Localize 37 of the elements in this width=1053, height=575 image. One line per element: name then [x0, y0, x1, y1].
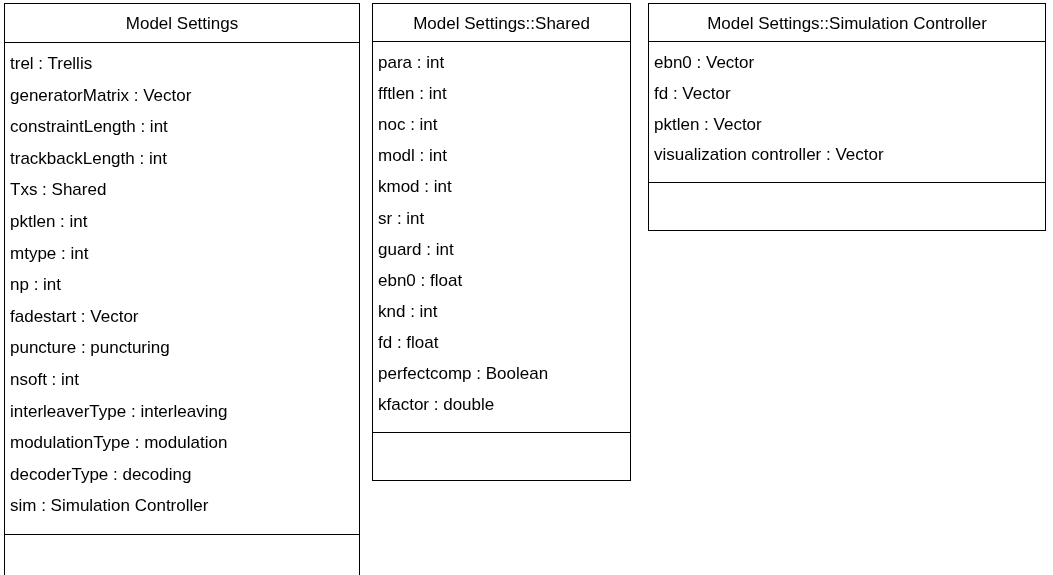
- attribute-text: knd : int: [378, 301, 438, 322]
- attribute-text: sr : int: [378, 208, 425, 229]
- attribute-text: trackbackLength : int: [10, 148, 167, 169]
- attribute-text: trel : Trellis: [10, 54, 93, 74]
- attribute-text: noc : int: [378, 115, 438, 136]
- attribute-text: ebn0 : Vector: [654, 53, 755, 73]
- attribute-text: mtype : int: [10, 243, 89, 264]
- class-name: Model Settings::Shared: [413, 14, 590, 34]
- attribute-text: modulationType : modulation: [10, 433, 228, 454]
- attribute-text: pktlen : Vector: [654, 114, 762, 135]
- attribute-text: fftlen : int: [378, 84, 447, 105]
- attribute-text: kfactor : double: [378, 395, 495, 416]
- attribute-text: sim : Simulation Controller: [10, 496, 209, 517]
- attribute-text: pktlen : int: [10, 212, 88, 232]
- attribute-text: nsoft : int: [10, 370, 79, 390]
- attribute-text: fd : Vector: [654, 83, 731, 104]
- attribute-text: interleaverType : interleaving: [10, 401, 228, 422]
- class-box: [4, 3, 360, 575]
- attribute-text: decoderType : decoding: [10, 464, 192, 485]
- attribute-text: puncture : puncturing: [10, 338, 170, 359]
- attribute-text: constraintLength : int: [10, 117, 168, 138]
- attribute-text: fadestart : Vector: [10, 306, 139, 327]
- attribute-text: np : int: [10, 275, 62, 296]
- attribute-text: modl : int: [378, 146, 447, 167]
- attribute-text: generatorMatrix : Vector: [10, 85, 192, 106]
- attribute-text: fd : float: [378, 332, 439, 353]
- attribute-text: visualization controller : Vector: [654, 145, 884, 166]
- class-box: [648, 3, 1046, 232]
- attribute-text: ebn0 : float: [378, 270, 463, 291]
- class-name: Model Settings::Simulation Controller: [707, 14, 987, 34]
- attribute-text: Txs : Shared: [10, 180, 107, 201]
- attribute-text: kmod : int: [378, 177, 452, 198]
- attribute-text: guard : int: [378, 239, 454, 260]
- class-box: [372, 3, 631, 482]
- attribute-text: perfectcomp : Boolean: [378, 364, 549, 384]
- class-name: Model Settings: [125, 14, 239, 34]
- attribute-text: para : int: [378, 53, 445, 73]
